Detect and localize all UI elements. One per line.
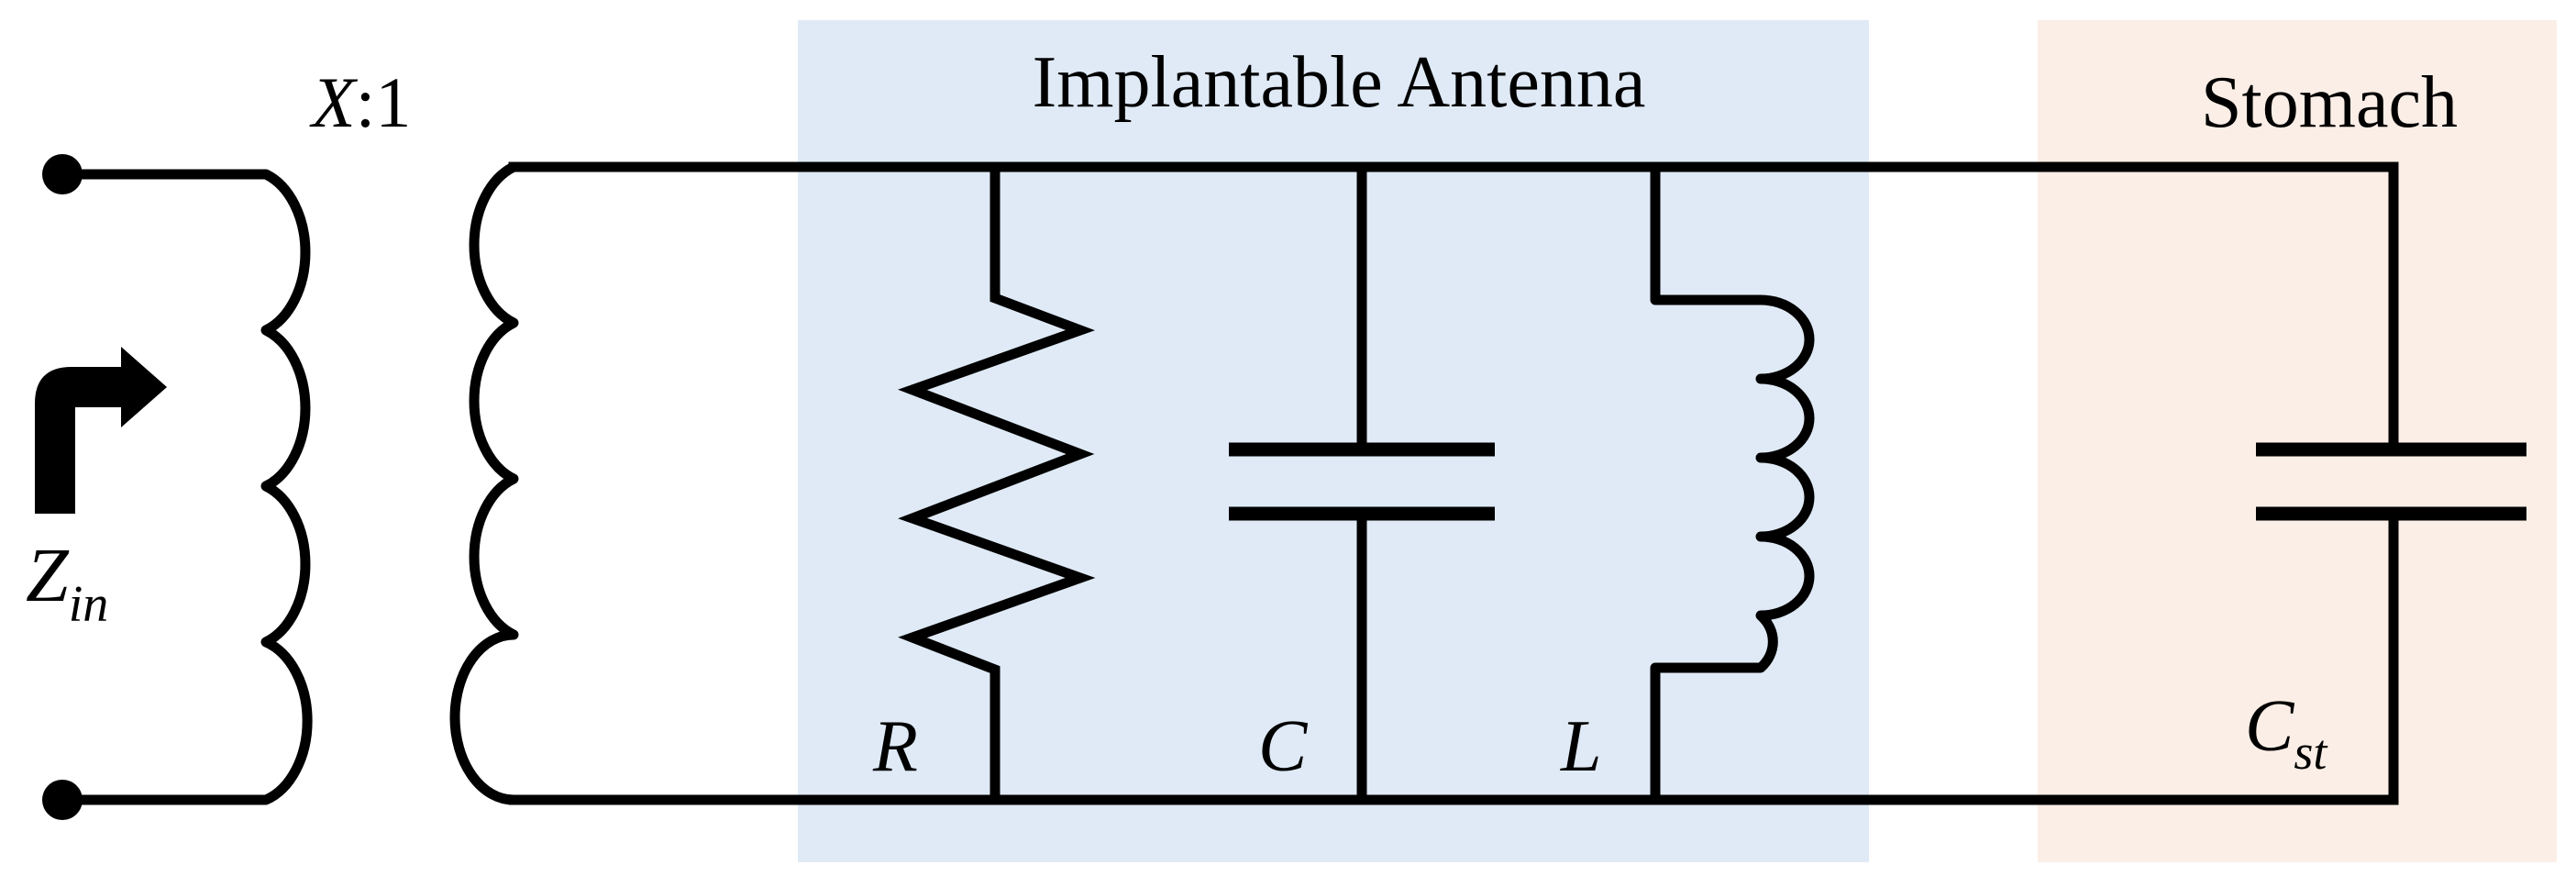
stomach-region: [2038, 20, 2557, 862]
capacitor-Cst: [2256, 161, 2526, 805]
capacitor-C: [1229, 161, 1495, 805]
resistor-R: [898, 161, 1096, 805]
transformer-primary-winding: [62, 169, 313, 805]
capacitor-Cst-symbol: C: [2245, 686, 2295, 767]
capacitor-Cst-label: Cst: [2245, 686, 2328, 780]
inductor-label: L: [1560, 706, 1602, 787]
stomach-region-title: Stomach: [2201, 62, 2458, 143]
input-impedance-symbol: Z: [26, 533, 70, 618]
capacitor-Cst-subscript: st: [2294, 725, 2328, 780]
input-impedance-label: Zin: [26, 533, 108, 633]
antenna-region: [798, 20, 1869, 862]
ratio-variable: X: [309, 62, 359, 142]
transformer-ratio-label: X:1: [309, 62, 411, 142]
resistor-symbol: [898, 161, 1096, 805]
input-impedance-subscript: in: [69, 576, 109, 633]
inductor-L: [1650, 167, 1815, 800]
input-impedance-arrow-icon: [35, 347, 167, 514]
capacitor-C-label: C: [1258, 706, 1309, 787]
antenna-region-title: Implantable Antenna: [1033, 42, 1646, 123]
transformer-secondary-winding: [449, 162, 519, 805]
inductor-symbol: [1650, 167, 1815, 800]
ratio-suffix: :1: [356, 62, 412, 142]
resistor-label: R: [872, 706, 918, 787]
